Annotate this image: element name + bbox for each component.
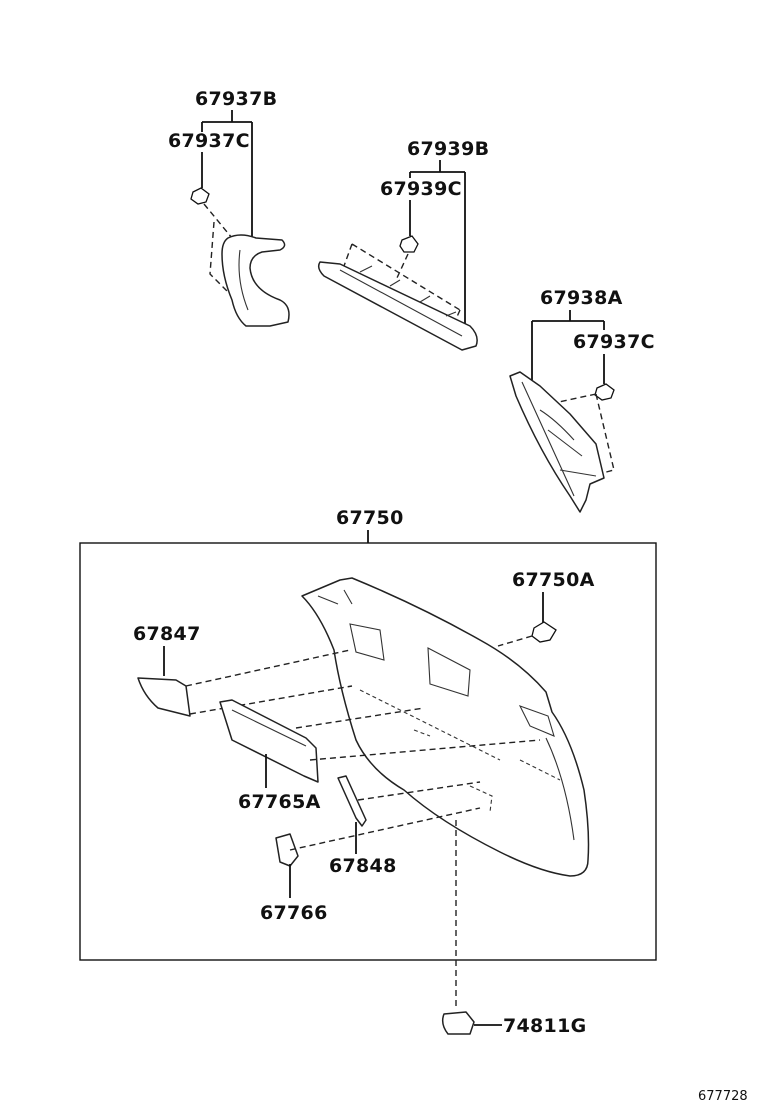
clip-67937c-top <box>190 187 210 205</box>
part-group-74811g: 74811G <box>441 1011 587 1037</box>
part-group-67750: 67750 67750A 67847 67765A 67848 67 <box>79 507 657 1010</box>
part-67939b-trim <box>317 261 478 351</box>
part-67765a-edge <box>231 709 307 747</box>
clip-67939c <box>399 235 419 253</box>
part-67750-openings <box>317 589 575 841</box>
part-74811g <box>441 1011 475 1035</box>
label-67939b: 67939B <box>407 138 489 160</box>
label-67750: 67750 <box>336 507 404 529</box>
label-67765a: 67765A <box>238 791 321 813</box>
guide-67750a <box>497 635 533 647</box>
part-67937b-edge <box>238 249 249 311</box>
clip-67937c-right <box>594 383 615 401</box>
label-67766: 67766 <box>260 902 328 924</box>
part-67766 <box>275 833 299 867</box>
label-67937c-right: 67937C <box>573 331 655 353</box>
label-67847: 67847 <box>133 623 201 645</box>
part-group-67937b: 67937B 67937C <box>168 88 290 327</box>
leader-67938a <box>531 310 605 380</box>
part-67938a-edges <box>521 381 597 497</box>
part-group-67939b: 67939B 67939C <box>317 138 489 351</box>
part-67750-inner-lines <box>359 689 561 813</box>
label-67937c-top: 67937C <box>168 130 250 152</box>
guide-67765a <box>295 707 541 761</box>
part-67939b-ribs <box>339 265 463 337</box>
label-67848: 67848 <box>329 855 397 877</box>
label-67937b: 67937B <box>195 88 277 110</box>
part-67938a-trim <box>509 371 605 513</box>
guide-67937c-top <box>203 203 233 293</box>
part-67847 <box>137 677 191 717</box>
guide-67766 <box>289 807 481 851</box>
part-group-67938a: 67938A 67937C <box>509 287 655 513</box>
leader-67939b <box>409 160 466 324</box>
guide-67847 <box>185 649 353 715</box>
part-67848 <box>337 775 367 827</box>
part-67750-panel <box>301 577 590 877</box>
label-67750a: 67750A <box>512 569 595 591</box>
figure-id: 677728 <box>698 1089 748 1104</box>
assembly-frame-67750 <box>79 542 657 961</box>
label-67938a: 67938A <box>540 287 623 309</box>
guide-67848 <box>357 781 481 801</box>
guide-67939c <box>343 243 461 329</box>
part-67765a <box>219 699 319 783</box>
clip-67750a <box>531 621 557 643</box>
label-74811g: 74811G <box>503 1015 587 1037</box>
label-67939c: 67939C <box>380 178 462 200</box>
leader-67937b <box>201 110 253 238</box>
part-67937b-trim <box>221 234 290 327</box>
